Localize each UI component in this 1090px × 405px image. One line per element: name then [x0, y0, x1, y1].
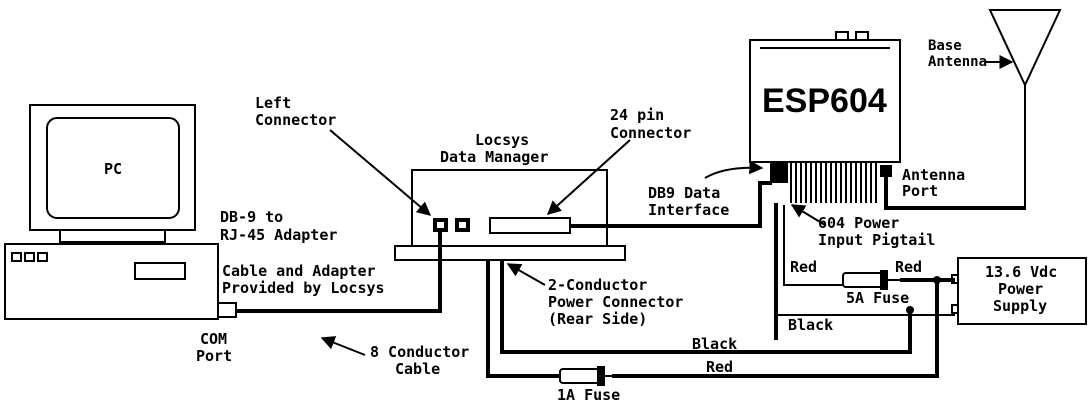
com-port-label: COM [200, 330, 227, 348]
esp604-radio: ESP604 [749, 31, 901, 203]
antenna-port-label-2: Port [902, 182, 938, 200]
base-antenna [884, 9, 1062, 210]
pigtail-label-2: Input Pigtail [818, 231, 935, 249]
5a-fuse-label: 5A Fuse [846, 289, 909, 307]
data-manager-label-2: Data Manager [440, 148, 548, 166]
red-label-lower: Red [706, 358, 733, 376]
left-connector-label-2: Connector [255, 111, 336, 129]
power-supply-label-2: Power [998, 280, 1043, 298]
base-antenna-label-2: Antenna [928, 54, 987, 70]
red-label-left: Red [790, 258, 817, 276]
esp604-label: ESP604 [762, 82, 887, 120]
pigtail-label: 604 Power [818, 214, 899, 232]
db9-rj45-label-2: RJ-45 Adapter [220, 226, 337, 244]
fuse-1a [559, 366, 612, 386]
pc-computer: PC [4, 104, 237, 320]
data-manager-label: Locsys [475, 131, 529, 149]
power-supply-label-3: Supply [993, 297, 1047, 315]
24-pin-connector [489, 217, 571, 234]
pc-base-unit [4, 243, 237, 320]
black-label-lower: Black [692, 335, 737, 353]
db9-port [770, 163, 788, 183]
power-connector-label: 2-Conductor [548, 276, 647, 294]
labels: Left Connector Locsys Data Manager 24 pi… [196, 38, 1057, 404]
8-conductor-label: 8 Conductor [370, 343, 469, 361]
db9-rj45-label: DB-9 to [220, 208, 283, 226]
24-pin-label: 24 pin [610, 106, 664, 124]
base-antenna-label: Base [928, 38, 962, 54]
8-conductor-label-2: Cable [395, 360, 440, 378]
db9-interface-label: DB9 Data [648, 184, 720, 202]
antenna-port-label: Antenna [902, 166, 965, 184]
heatsink [790, 163, 878, 203]
fuse-5a [842, 270, 900, 290]
power-supply-label: 13.6 Vdc [985, 263, 1057, 281]
power-connector-label-3: (Rear Side) [548, 310, 647, 328]
cable-adapter-label: Cable and Adapter [222, 262, 376, 280]
com-port [217, 302, 237, 318]
power-supply [951, 257, 1087, 325]
cables [236, 181, 955, 378]
left-connector-label: Left [255, 94, 291, 112]
1a-fuse-label: 1A Fuse [557, 386, 620, 404]
antenna-port [880, 165, 892, 177]
red-label-right: Red [895, 258, 922, 276]
pc-label: PC [104, 160, 122, 178]
data-manager [394, 169, 626, 261]
com-port-label-2: Port [196, 347, 232, 365]
pointer-arrows [320, 55, 1014, 356]
cable-adapter-label-2: Provided by Locsys [222, 279, 385, 297]
pc-monitor: PC [29, 104, 196, 243]
db9-interface-label-2: Interface [648, 201, 729, 219]
black-label-upper: Black [788, 316, 833, 334]
24-pin-label-2: Connector [610, 124, 691, 142]
power-connector-label-2: Power Connector [548, 293, 683, 311]
